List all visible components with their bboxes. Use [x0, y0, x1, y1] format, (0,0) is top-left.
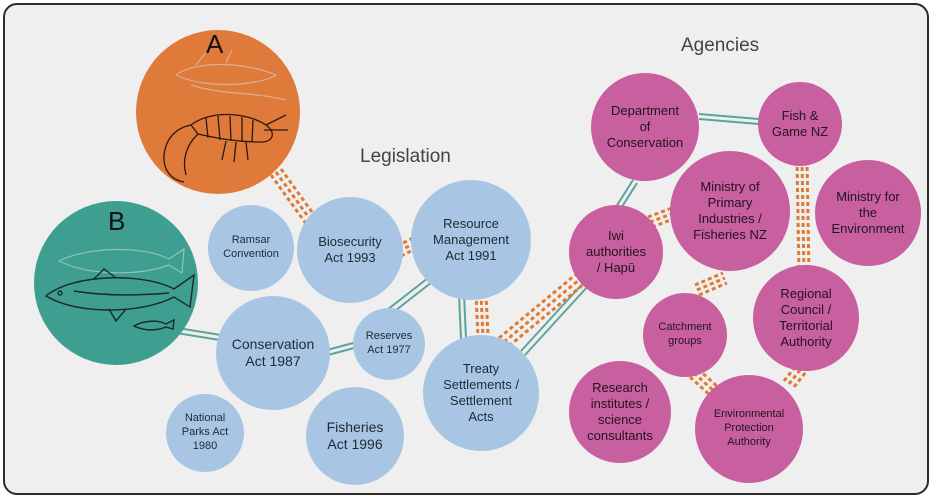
- node-label: Treaty Settlements / Settlement Acts: [443, 360, 519, 425]
- link-rma-treaty-dash: [474, 293, 490, 338]
- node-label: Department of Conservation: [606, 102, 684, 151]
- node-ministry-for-environment: Ministry for the Environment: [815, 160, 921, 266]
- node-conservation-act: Conservation Act 1987: [216, 296, 330, 410]
- node-reserves-act: Reserves Act 1977: [353, 308, 425, 380]
- node-label: Resource Management Act 1991: [433, 215, 509, 264]
- node-label: Ministry for the Environment: [831, 188, 905, 237]
- node-label: Environmental Protection Authority: [713, 408, 785, 448]
- node-national-parks-act: National Parks Act 1980: [166, 394, 244, 472]
- node-label: Iwi authorities / Hapū: [586, 227, 646, 276]
- node-catchment-groups: Catchment groups: [643, 293, 727, 377]
- node-environmental-protection-authority: Environmental Protection Authority: [695, 375, 803, 483]
- node-ramsar-convention: Ramsar Convention: [208, 205, 294, 291]
- node-treaty-settlements: Treaty Settlements / Settlement Acts: [423, 335, 539, 451]
- node-label: Fisheries Act 1996: [326, 418, 384, 453]
- panel-b-label: B: [108, 206, 126, 236]
- node-label: National Parks Act 1980: [181, 412, 229, 452]
- node-research-institutes: Research institutes / science consultant…: [569, 361, 671, 463]
- shrimp-illustration: [163, 49, 288, 183]
- node-label: Fish & Game NZ: [771, 107, 829, 139]
- node-label: Catchment groups: [658, 321, 712, 347]
- node-resource-management-act: Resource Management Act 1991: [411, 180, 531, 300]
- link-rma-treaty: [458, 293, 467, 340]
- node-label: Ramsar Convention: [223, 234, 279, 260]
- node-iwi-authorities: Iwi authorities / Hapū: [569, 205, 663, 299]
- node-label: Research institutes / science consultant…: [587, 379, 653, 444]
- node-biosecurity-act: Biosecurity Act 1993: [297, 197, 403, 303]
- panel-b-circle: B: [34, 201, 198, 365]
- link-a-biosecurity: [269, 168, 319, 226]
- node-label: Biosecurity Act 1993: [318, 233, 382, 265]
- node-fisheries-act: Fisheries Act 1996: [306, 387, 404, 485]
- node-label: Conservation Act 1987: [231, 335, 315, 370]
- diagram-frame: Legislation Agencies A: [3, 3, 929, 495]
- fish-illustration: [44, 247, 195, 331]
- link-fishgame-regional: [795, 159, 811, 276]
- link-doc-fishgame: [698, 113, 760, 125]
- node-ministry-primary-industries: Ministry of Primary Industries / Fisheri…: [670, 151, 790, 271]
- node-fish-and-game: Fish & Game NZ: [758, 82, 842, 166]
- node-label: Reserves Act 1977: [365, 330, 413, 356]
- agencies-heading: Agencies: [681, 35, 760, 56]
- panel-a-circle: A: [136, 29, 300, 194]
- panel-a-label: A: [206, 29, 224, 59]
- node-department-of-conservation: Department of Conservation: [591, 73, 699, 181]
- node-label: Regional Council / Territorial Authority: [779, 285, 833, 350]
- node-label: Ministry of Primary Industries / Fisheri…: [693, 178, 767, 243]
- link-mpi-catchment: [694, 271, 728, 297]
- legislation-heading: Legislation: [360, 146, 451, 167]
- node-regional-council: Regional Council / Territorial Authority: [753, 265, 859, 371]
- link-treaty-iwi-dash: [498, 269, 591, 348]
